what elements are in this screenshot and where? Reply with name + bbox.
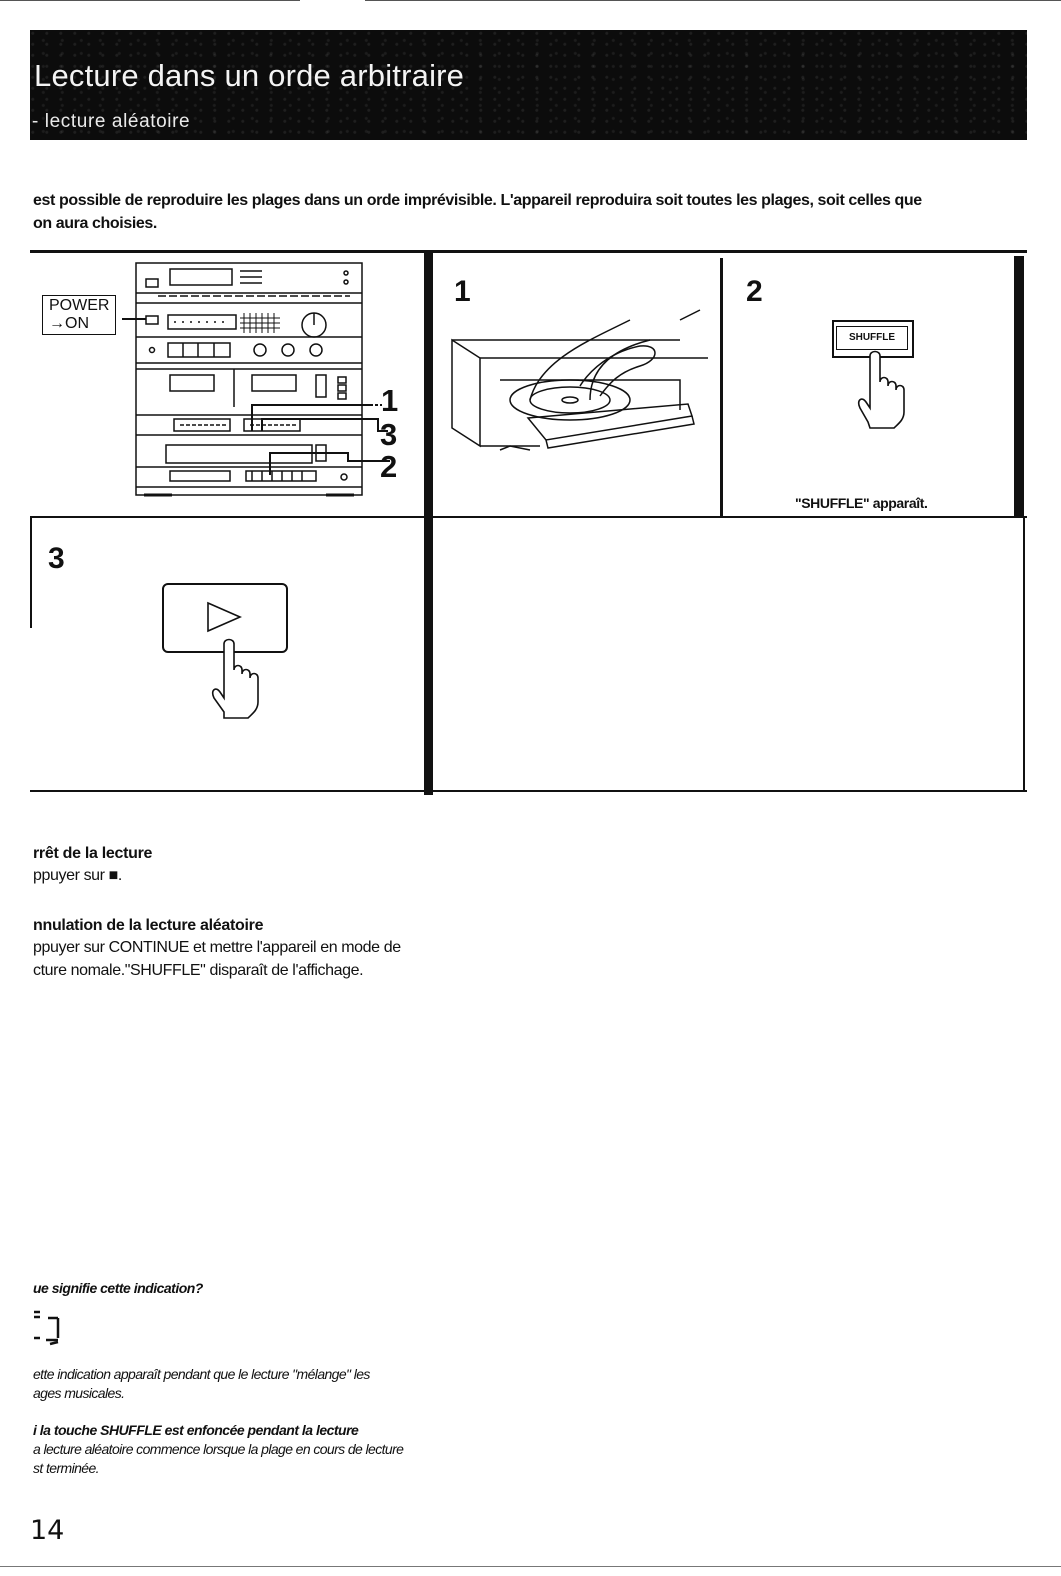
qa-question: ue signifie cette indication? [33, 1280, 203, 1296]
intro-paragraph: est possible de reproduire les plages da… [33, 189, 1023, 235]
qa-answer-line-2: ages musicales. [33, 1385, 125, 1401]
grid-mid-rule [30, 516, 1027, 518]
panel-3-number: 3 [48, 542, 65, 575]
grid-right-edge-lower [1023, 518, 1025, 792]
shuffle-indicator-icon [32, 1308, 72, 1352]
grid-divider-right [720, 258, 723, 518]
segment-display-drawing [34, 1310, 60, 1346]
top-rule-right [365, 0, 1061, 1]
stereo-system-drawing [122, 262, 390, 497]
top-rule-left [0, 0, 300, 1]
stop-section-body: ppuyer sur ■. [33, 867, 122, 884]
grid-bottom-rule [30, 790, 1027, 792]
intro-line-1: est possible de reproduire les plages da… [33, 192, 922, 209]
panel-1-number: 1 [454, 275, 471, 308]
callout-step-1: 1 [381, 383, 399, 418]
qa-pressed-title: i la touche SHUFFLE est enfoncée pendant… [33, 1422, 359, 1438]
cancel-section-line-2: cture nomale."SHUFFLE" disparaît de l'af… [33, 962, 364, 979]
callout-step-2: 2 [380, 449, 398, 484]
page-subtitle: - lecture aléatoire [32, 111, 191, 132]
power-label: POWER [49, 297, 110, 314]
page-number: 14 [30, 1515, 65, 1546]
cancel-section-line-1: ppuyer sur CONTINUE et mettre l'appareil… [33, 939, 401, 956]
qa-pressed-line-1: a lecture aléatoire commence lorsque la … [33, 1441, 404, 1457]
hand-drawing [857, 350, 905, 429]
disc-tray-drawing [451, 309, 708, 451]
title-banner: Lecture dans un orde arbitraire - lectur… [30, 30, 1027, 140]
stereo-system-illustration: POWER →ON 1 3 2 [30, 255, 422, 513]
grid-left-edge-lower [30, 518, 32, 628]
grid-divider-left [424, 250, 433, 795]
grid-right-edge-upper [1014, 256, 1024, 518]
intro-line-2: on aura choisies. [33, 215, 157, 232]
power-on-text: →ON [49, 315, 89, 332]
pressing-hand-icon-panel2 [848, 348, 912, 432]
callout-step-3: 3 [380, 417, 398, 452]
panel-2-number: 2 [746, 275, 763, 308]
grid-top-rule [30, 250, 1027, 253]
cancel-section-title: nnulation de la lecture aléatoire [33, 917, 264, 934]
shuffle-caption: "SHUFFLE" apparaît. [795, 495, 928, 511]
stop-section-title: rrêt de la lecture [33, 845, 153, 862]
shuffle-button[interactable]: SHUFFLE [836, 326, 908, 350]
qa-pressed-line-2: st terminée. [33, 1460, 100, 1476]
page-title: Lecture dans un orde arbitraire [34, 58, 465, 93]
play-icon [207, 601, 242, 633]
hand-drawing-2 [211, 638, 259, 719]
power-on-label: POWER →ON [42, 295, 117, 335]
bottom-rule [0, 1566, 1061, 1567]
insert-disc-illustration [440, 300, 716, 460]
pressing-hand-icon-panel3 [204, 636, 268, 722]
qa-answer-line-1: ette indication apparaît pendant que le … [33, 1366, 370, 1382]
